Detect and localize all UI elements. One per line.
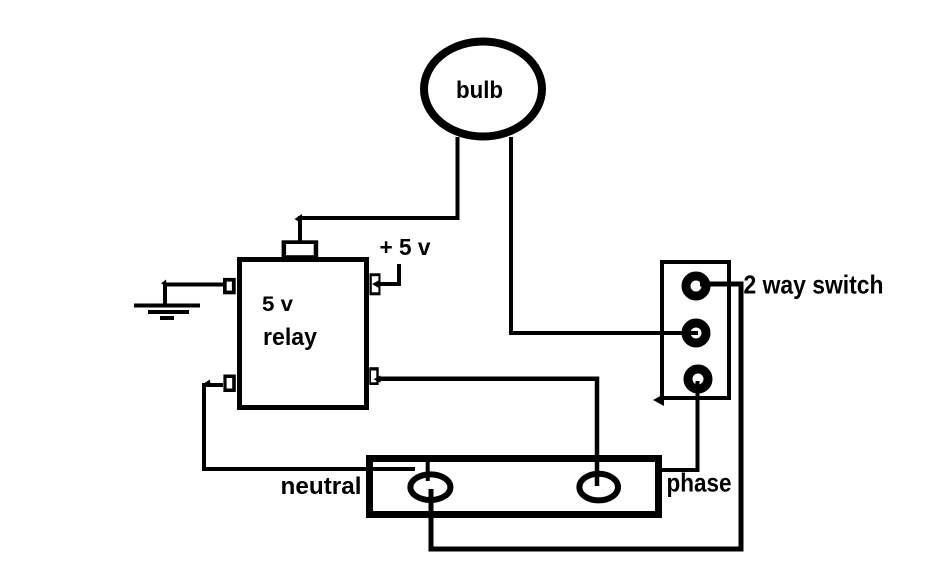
svg-text:relay: relay [263,324,318,351]
svg-text:5 v: 5 v [262,293,293,316]
svg-text:2 way switch: 2 way switch [744,270,884,300]
svg-text:bulb: bulb [456,77,503,104]
svg-text:+ 5 v: + 5 v [380,234,431,260]
svg-text:neutral: neutral [281,473,362,500]
svg-text:phase: phase [667,468,732,498]
